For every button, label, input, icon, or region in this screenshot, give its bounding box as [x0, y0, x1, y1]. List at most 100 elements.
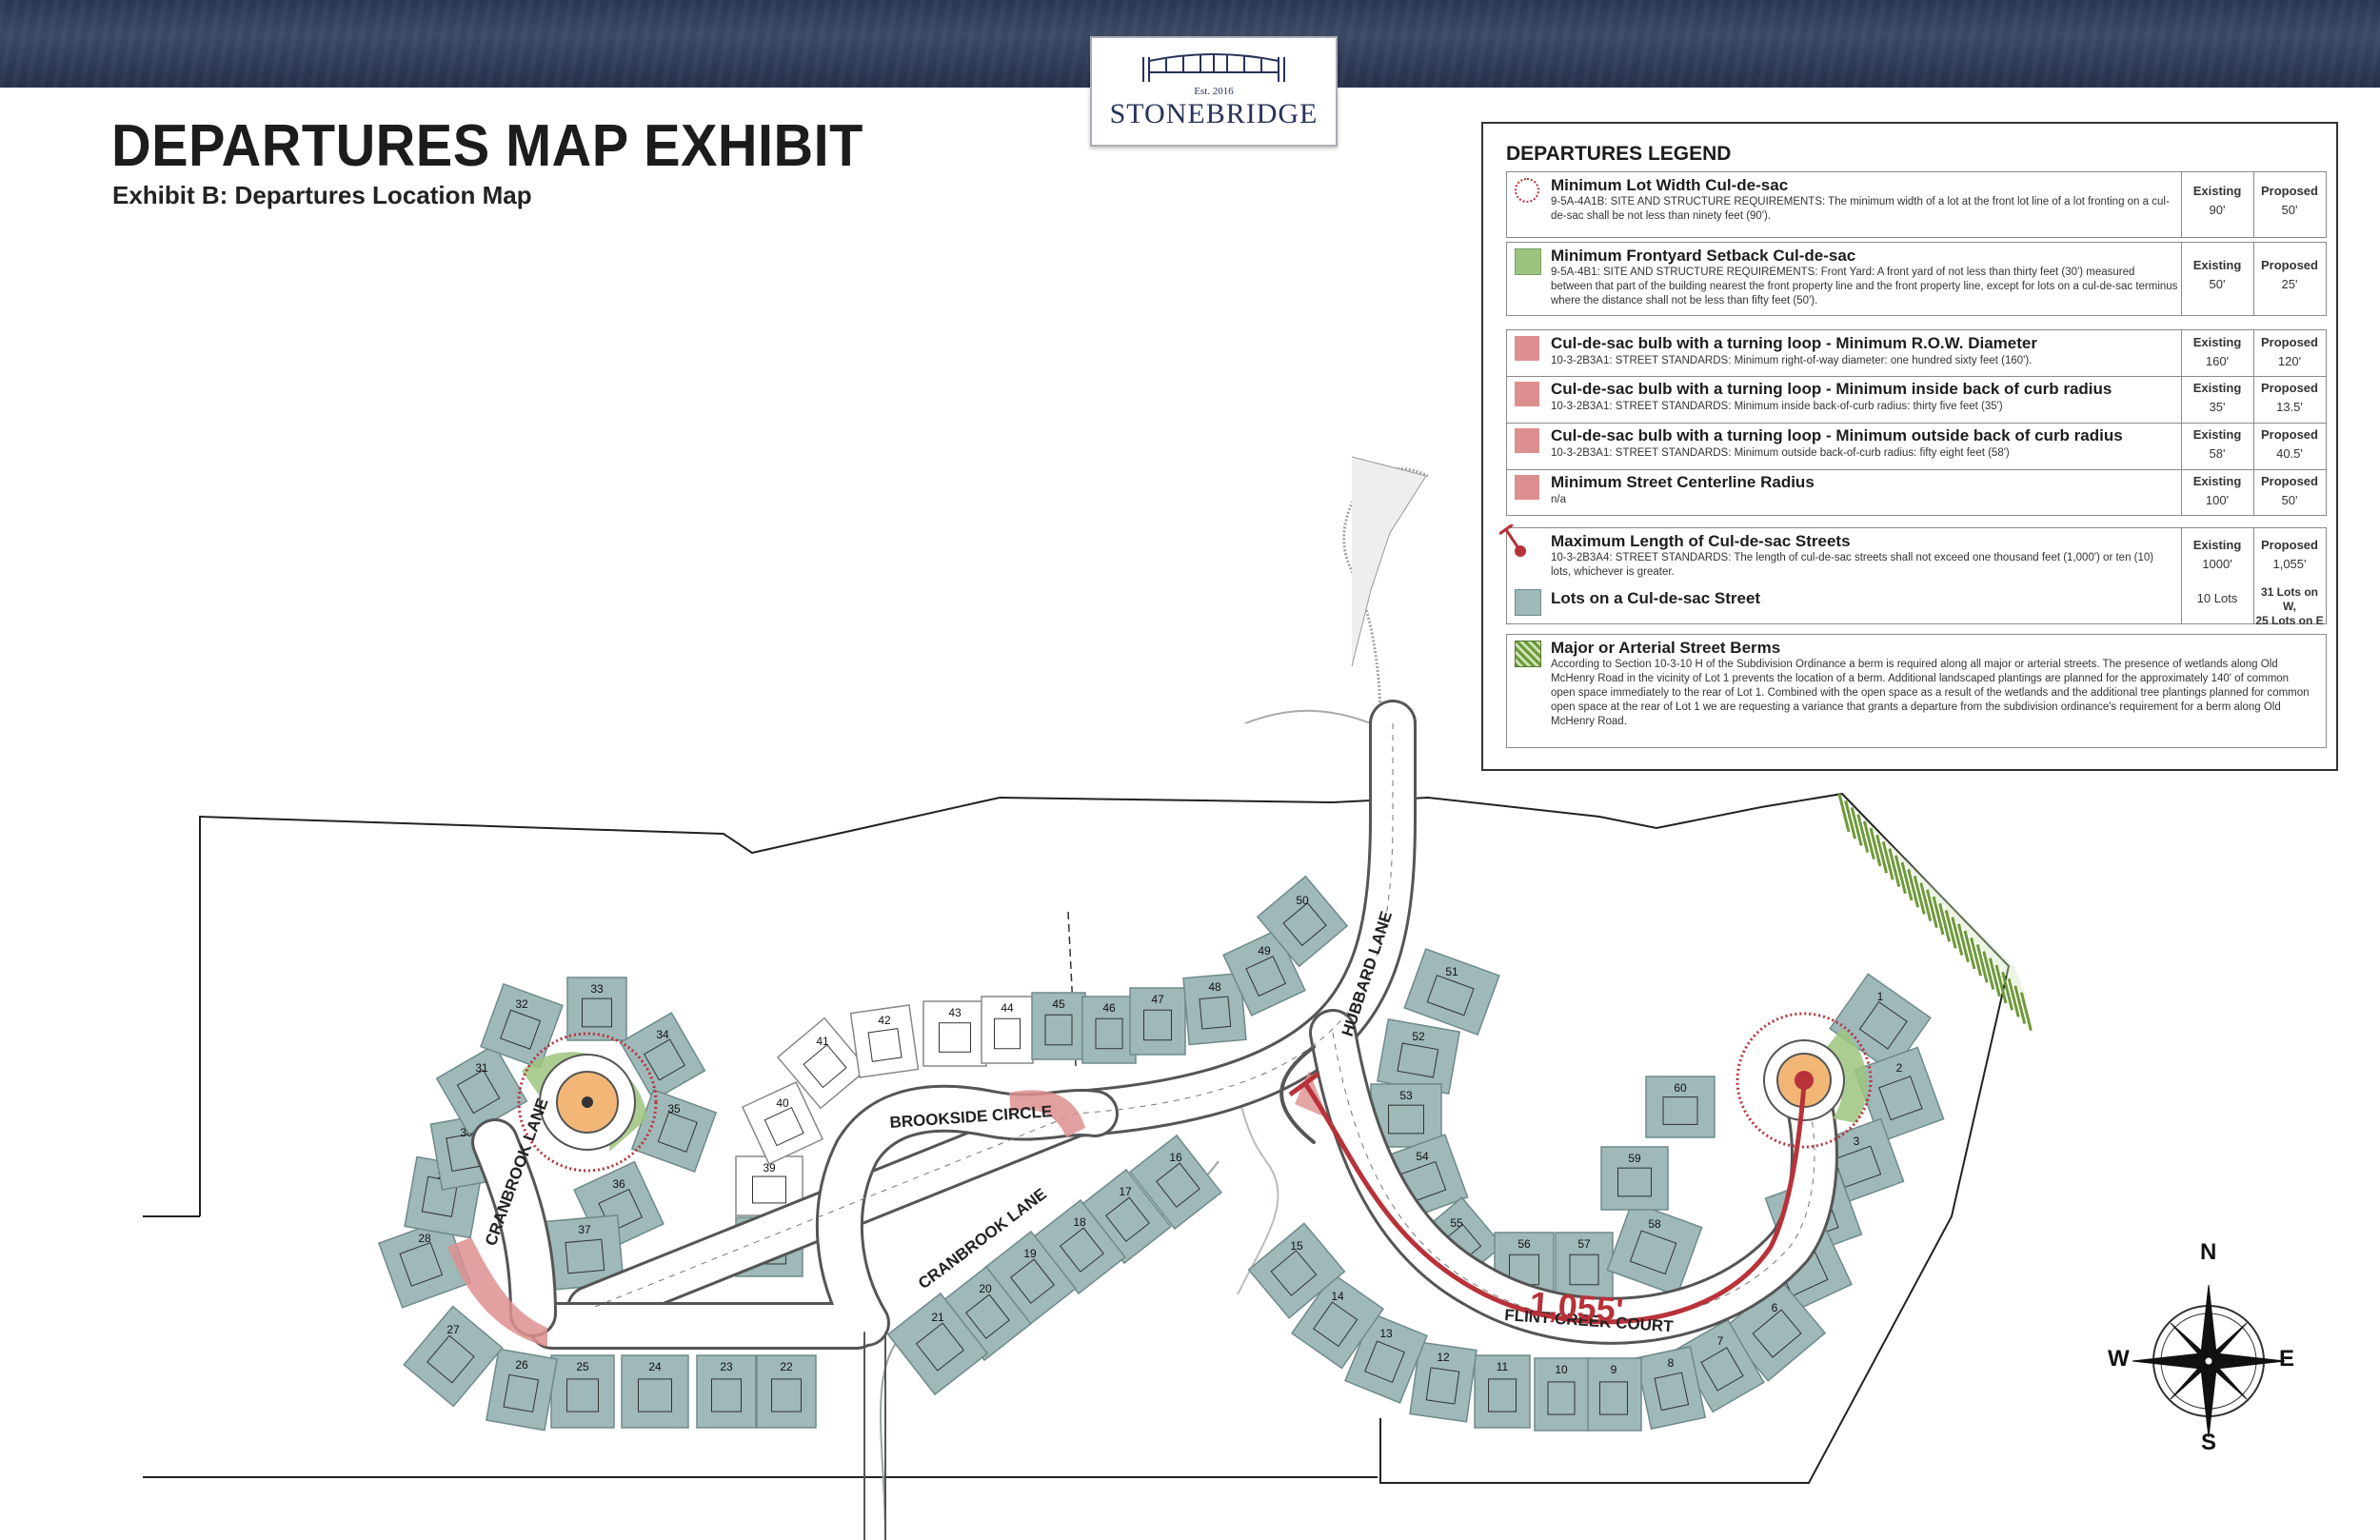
lot-number: 55	[1450, 1216, 1463, 1230]
lot-number: 13	[1379, 1327, 1393, 1340]
lot-number: 16	[1169, 1151, 1182, 1164]
legend-title: DEPARTURES LEGEND	[1506, 143, 1732, 165]
centerline-radius-zone-west	[447, 1237, 547, 1347]
lot-8: 8	[1635, 1345, 1707, 1431]
lot-58: 58	[1606, 1200, 1703, 1297]
length-line-swatch	[1499, 524, 1526, 557]
page-subtitle: Exhibit B: Departures Location Map	[112, 181, 532, 209]
lot-number: 41	[816, 1035, 829, 1048]
existing-lots: 10 Lots	[2196, 591, 2238, 605]
berm-hatch	[1869, 827, 1882, 867]
lot-15: 15	[1247, 1222, 1346, 1319]
berm-hatch	[1970, 937, 1983, 977]
lot-number: 19	[1023, 1247, 1037, 1260]
berm-hatch	[1963, 930, 1976, 970]
lot-number: 42	[878, 1014, 891, 1027]
lot-number: 15	[1290, 1239, 1303, 1253]
length-label: 1,055'	[1528, 1284, 1624, 1330]
berm-hatch	[1956, 923, 1970, 963]
logo-name: STONEBRIDGE	[1109, 98, 1319, 129]
berm-hatch	[1850, 807, 1863, 846]
lot-34: 34	[619, 1012, 706, 1101]
lot-21: 21	[886, 1292, 989, 1396]
centerline-radius-zone-brookside	[1009, 1090, 1085, 1137]
lot-number: 24	[648, 1360, 662, 1373]
legend-item-row-centerline-radius: Minimum Street Centerline Radius n/a Exi…	[1507, 469, 2326, 515]
lot-number: 26	[515, 1358, 528, 1372]
legend-item-row-inside-radius: Cul-de-sac bulb with a turning loop - Mi…	[1507, 376, 2326, 424]
lot-25: 25	[550, 1354, 615, 1429]
lot-number: 21	[931, 1311, 944, 1324]
lot-number: 59	[1628, 1152, 1641, 1165]
bridge-icon	[1142, 53, 1285, 82]
legend-item-berms: Major or Arterial Street Berms According…	[1506, 634, 2327, 748]
lot-number: 14	[1331, 1290, 1344, 1303]
lot-number: 11	[1497, 1360, 1509, 1373]
lots-on-cul-de-sac-heading: Lots on a Cul-de-sac Street	[1551, 589, 1761, 607]
berm-hatch	[1894, 855, 1907, 895]
north-path-wedge	[1351, 456, 1427, 667]
berm-hatch	[1919, 882, 1933, 921]
berm-hatch	[1900, 861, 1914, 901]
lot-number: 31	[475, 1061, 488, 1075]
lot-number: 45	[1052, 997, 1065, 1011]
berm-hatch	[1844, 800, 1857, 839]
lot-27: 27	[403, 1305, 504, 1408]
lot-number: 46	[1102, 1001, 1116, 1015]
lot-42: 42	[849, 1004, 920, 1078]
lot-14: 14	[1290, 1273, 1385, 1370]
berm-hatch	[1932, 896, 1945, 936]
lot-number: 27	[446, 1323, 460, 1336]
lot-number: 40	[776, 1096, 789, 1110]
lot-number: 12	[1437, 1351, 1450, 1364]
berm-hatch	[1982, 951, 1995, 990]
north-path	[1244, 709, 1372, 724]
lot-number: 22	[780, 1360, 793, 1373]
departures-legend: DEPARTURES LEGEND Minimum Lot Width Cul-…	[1481, 122, 2338, 771]
lot-number: 49	[1258, 944, 1271, 958]
lot-number: 25	[576, 1360, 589, 1373]
lot-number: 34	[656, 1028, 669, 1041]
lot-number: 56	[1517, 1237, 1531, 1251]
lot-23: 23	[696, 1354, 757, 1429]
green-swatch	[1515, 248, 1541, 275]
berm-hatch	[1862, 820, 1875, 860]
lot-17: 17	[1079, 1168, 1172, 1265]
berm	[1837, 793, 2033, 1032]
legend-item-cul-de-sac-length: Maximum Length of Cul-de-sac Streets 10-…	[1499, 524, 2327, 627]
lot-26: 26	[486, 1348, 558, 1431]
lot-number: 36	[612, 1177, 625, 1191]
legend-item-frontyard-setback: Minimum Frontyard Setback Cul-de-sac 9-5…	[1506, 242, 2327, 316]
lot-number: 37	[578, 1223, 591, 1236]
stonebridge-logo: Est. 2016 STONEBRIDGE	[1090, 36, 1338, 147]
lot-number: 1	[1877, 990, 1884, 1003]
pink-swatch	[1515, 336, 1539, 361]
lot-33: 33	[566, 977, 627, 1041]
berm-hatch	[1881, 841, 1894, 880]
compass-east: E	[2279, 1346, 2295, 1372]
lot-number: 10	[1555, 1363, 1568, 1376]
legend-item-row-outside-radius: Cul-de-sac bulb with a turning loop - Mi…	[1507, 423, 2326, 470]
lot-number: 35	[667, 1102, 681, 1116]
lot-12: 12	[1409, 1341, 1478, 1423]
lot-number: 33	[590, 982, 604, 996]
page-title: DEPARTURES MAP EXHIBIT	[111, 113, 863, 179]
lot-16: 16	[1129, 1134, 1222, 1231]
berm-hatch	[1907, 868, 1920, 908]
lot-number: 23	[720, 1360, 733, 1373]
lot-number: 57	[1577, 1237, 1591, 1251]
north-trail	[1342, 467, 1429, 798]
berm-hatch	[1888, 848, 1901, 887]
berm-hatch	[2001, 971, 2014, 1011]
